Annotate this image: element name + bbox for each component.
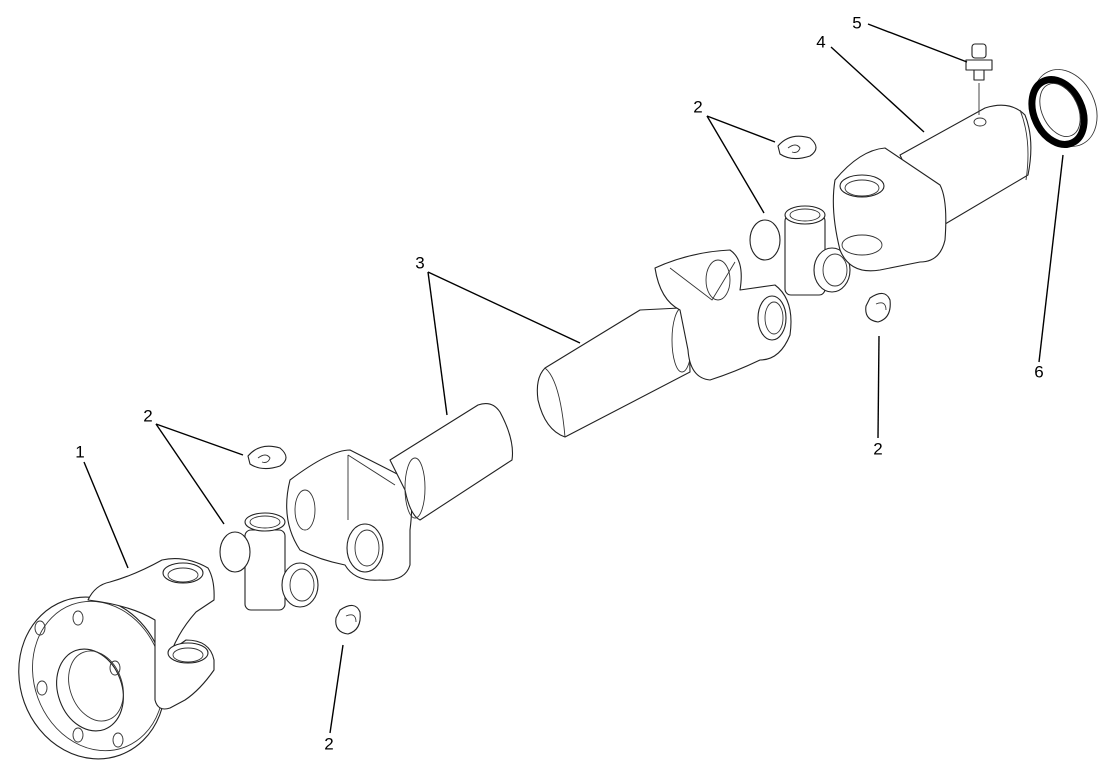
flange-yoke-part (18, 558, 215, 760)
upper-retaining-rings (777, 135, 891, 323)
lower-shaft-yoke (286, 449, 413, 581)
callout-2-lower-ring: 2 (324, 734, 334, 754)
grease-fitting-part (965, 43, 993, 115)
lower-universal-joint-cross (219, 512, 319, 611)
lower-shaft-tube (389, 403, 514, 521)
lower-retaining-rings (247, 445, 361, 635)
callout-2-lower-ujoint: 2 (143, 406, 153, 426)
callout-2-upper-ring: 2 (873, 439, 883, 459)
seal-part (1028, 69, 1098, 148)
callout-5-grease-fitting: 5 (852, 13, 862, 33)
slip-yoke-part (832, 104, 1032, 272)
callout-2-upper-ujoint: 2 (693, 97, 703, 117)
callout-1-flange-yoke: 1 (75, 442, 85, 462)
leader-lines (83, 23, 1064, 734)
callout-6-seal: 6 (1034, 362, 1044, 382)
upper-shaft-yoke (654, 249, 792, 381)
callout-3-drive-shaft: 3 (415, 253, 425, 273)
upper-shaft-tube (536, 307, 693, 438)
callout-4-slip-yoke: 4 (816, 32, 826, 52)
upper-universal-joint-cross (749, 205, 851, 296)
